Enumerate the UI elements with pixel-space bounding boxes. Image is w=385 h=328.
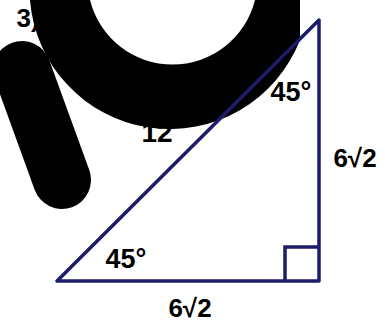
angle-label: 45° [106,246,147,273]
side-length: 12 [141,119,172,147]
side-length: 6√2 [168,295,211,321]
angle-label: 45° [271,79,312,106]
problem-number: 3) [16,5,39,31]
watermark-stroke [22,70,62,180]
side-length: 6√2 [333,145,376,171]
right-angle-mark [285,247,319,281]
right-triangle [57,20,319,281]
watermark-arc [30,0,300,129]
